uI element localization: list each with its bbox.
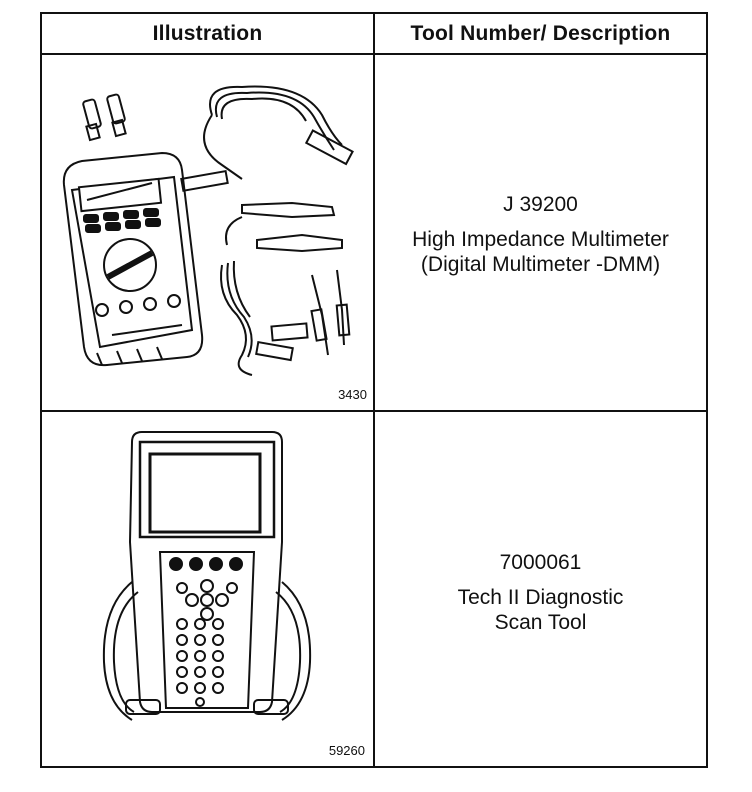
column-divider [373,14,375,766]
multimeter-illustration [62,85,354,376]
multimeter-description: J 39200 High Impedance Multimeter (Digit… [375,192,706,277]
header-tool-number-description: Tool Number/ Description [410,21,671,45]
tool-description-line: Tech II Diagnostic [457,586,624,609]
scan-tool-illustration [102,431,312,721]
header-illustration: Illustration [152,21,263,45]
header-divider [42,53,706,55]
tool-description-line: High Impedance Multimeter [412,228,669,251]
tool-number: J 39200 [503,193,578,216]
scan-tool-description: 7000061 Tech II Diagnostic Scan Tool [375,550,706,635]
figure-number: 3430 [338,387,367,402]
tools-table: Illustration Tool Number/ Description [40,12,708,768]
tool-description-line: (Digital Multimeter -DMM) [420,253,661,276]
tool-number: 7000061 [499,551,582,574]
multimeter-illustration-cell: 3430 [42,55,373,410]
scan-tool-illustration-cell: 59260 [42,412,373,766]
row-divider [42,410,706,412]
tool-description-line: Scan Tool [494,611,587,634]
figure-number: 59260 [328,743,365,758]
